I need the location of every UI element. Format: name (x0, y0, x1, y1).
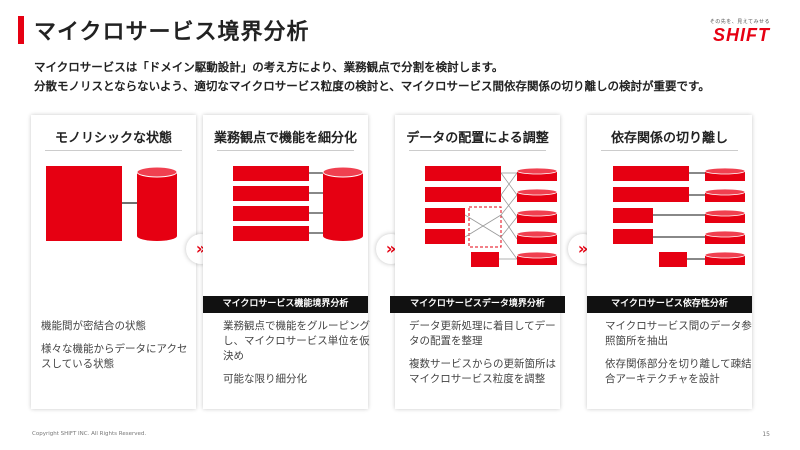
card-title: データの配置による調整 (406, 131, 549, 146)
database-stack (516, 167, 558, 265)
note-1: 機能間が密結合の状態 (41, 320, 146, 332)
data-placement-diagram (425, 166, 558, 267)
service-block (471, 252, 499, 267)
database-stack (704, 167, 746, 265)
service-block (613, 208, 653, 223)
card-data-placement: データの配置による調整 マイクロサービスデータ境界分析 (390, 115, 565, 409)
shift-logo: SHIFT (713, 25, 770, 45)
card-notes: マイクロサービス間のデータ参照箇所を抽出 依存関係部分を切り離して疎結合アーキテ… (605, 319, 755, 395)
dependency-diagram (613, 166, 746, 267)
lead-line-2: 分散モノリスとならないよう、適切なマイクロサービス粒度の検討と、マイクロサービス… (34, 79, 710, 93)
card-monolithic: モノリシックな状態 機能間が密結合の状態 様々な機能からデータにアクセスしている… (31, 115, 196, 409)
card-notes: 業務観点で機能をグルーピングし、マイクロサービス単位を仮決め 可能な限り細分化 (223, 319, 373, 395)
card-title: 業務観点で機能を細分化 (213, 131, 357, 146)
note-2: 様々な機能からデータにアクセスしている状態 (41, 343, 188, 370)
page-title: マイクロサービス境界分析 (34, 20, 310, 45)
service-block (233, 206, 309, 221)
card-divider (217, 150, 354, 151)
service-block (233, 166, 309, 181)
note-2: 複数サービスからの更新箇所はマイクロサービス粒度を調整 (409, 358, 556, 385)
service-block (425, 187, 501, 202)
brand: その先を、見えてみせる SHIFT (680, 18, 770, 46)
functional-boundary-label: マイクロサービス機能境界分析 (203, 296, 368, 313)
note-1: 業務観点で機能をグルーピングし、マイクロサービス単位を仮決め (223, 320, 370, 362)
monolith-diagram (46, 166, 178, 241)
lead-line-1: マイクロサービスは「ドメイン駆動設計」の考え方により、業務観点で分割を検討します… (34, 60, 504, 74)
service-block (425, 229, 465, 244)
card-functional-split: 業務観点で機能を細分化 マイクロサービス機能境界分析 業務観点で機能をグルーピン… (203, 115, 370, 409)
card-notes: データ更新処理に着目してデータの配置を整理 複数サービスからの更新箇所はマイクロ… (409, 319, 559, 395)
card-title: 依存関係の切り離し (610, 131, 728, 146)
service-block (425, 166, 501, 181)
note-2: 可能な限り細分化 (223, 373, 307, 385)
page-number: 15 (762, 431, 770, 438)
service-block (613, 166, 689, 181)
data-boundary-label: マイクロサービスデータ境界分析 (390, 296, 565, 313)
card-dependency-separation: 依存関係の切り離し マイクロサービス依存性分析 マイクロサービス間のデータ参照箇… (587, 115, 752, 409)
dashed-boundary (468, 206, 502, 248)
service-block (659, 252, 687, 267)
functional-split-diagram (233, 166, 364, 241)
service-block (613, 229, 653, 244)
brand-tagline: その先を、見えてみせる (709, 19, 770, 25)
service-block (425, 208, 465, 223)
dependency-analysis-label: マイクロサービス依存性分析 (587, 296, 752, 313)
note-1: マイクロサービス間のデータ参照箇所を抽出 (605, 320, 752, 347)
card-divider (409, 150, 546, 151)
copyright: Copyright SHIFT INC. All Rights Reserved… (32, 431, 147, 437)
service-block (233, 226, 309, 241)
title-accent-bar (18, 16, 24, 44)
monolith-block (46, 166, 122, 241)
card-divider (45, 150, 182, 151)
database-icon (322, 166, 364, 241)
note-2: 依存関係部分を切り離して疎結合アーキテクチャを設計 (605, 358, 752, 385)
service-block (233, 186, 309, 201)
card-notes: 機能間が密結合の状態 様々な機能からデータにアクセスしている状態 (41, 319, 191, 380)
note-1: データ更新処理に着目してデータの配置を整理 (409, 320, 556, 347)
card-divider (601, 150, 738, 151)
card-title: モノリシックな状態 (54, 131, 172, 146)
lead-text: マイクロサービスは「ドメイン駆動設計」の考え方により、業務観点で分割を検討します… (34, 58, 710, 96)
service-block (613, 187, 689, 202)
database-icon (136, 166, 178, 241)
